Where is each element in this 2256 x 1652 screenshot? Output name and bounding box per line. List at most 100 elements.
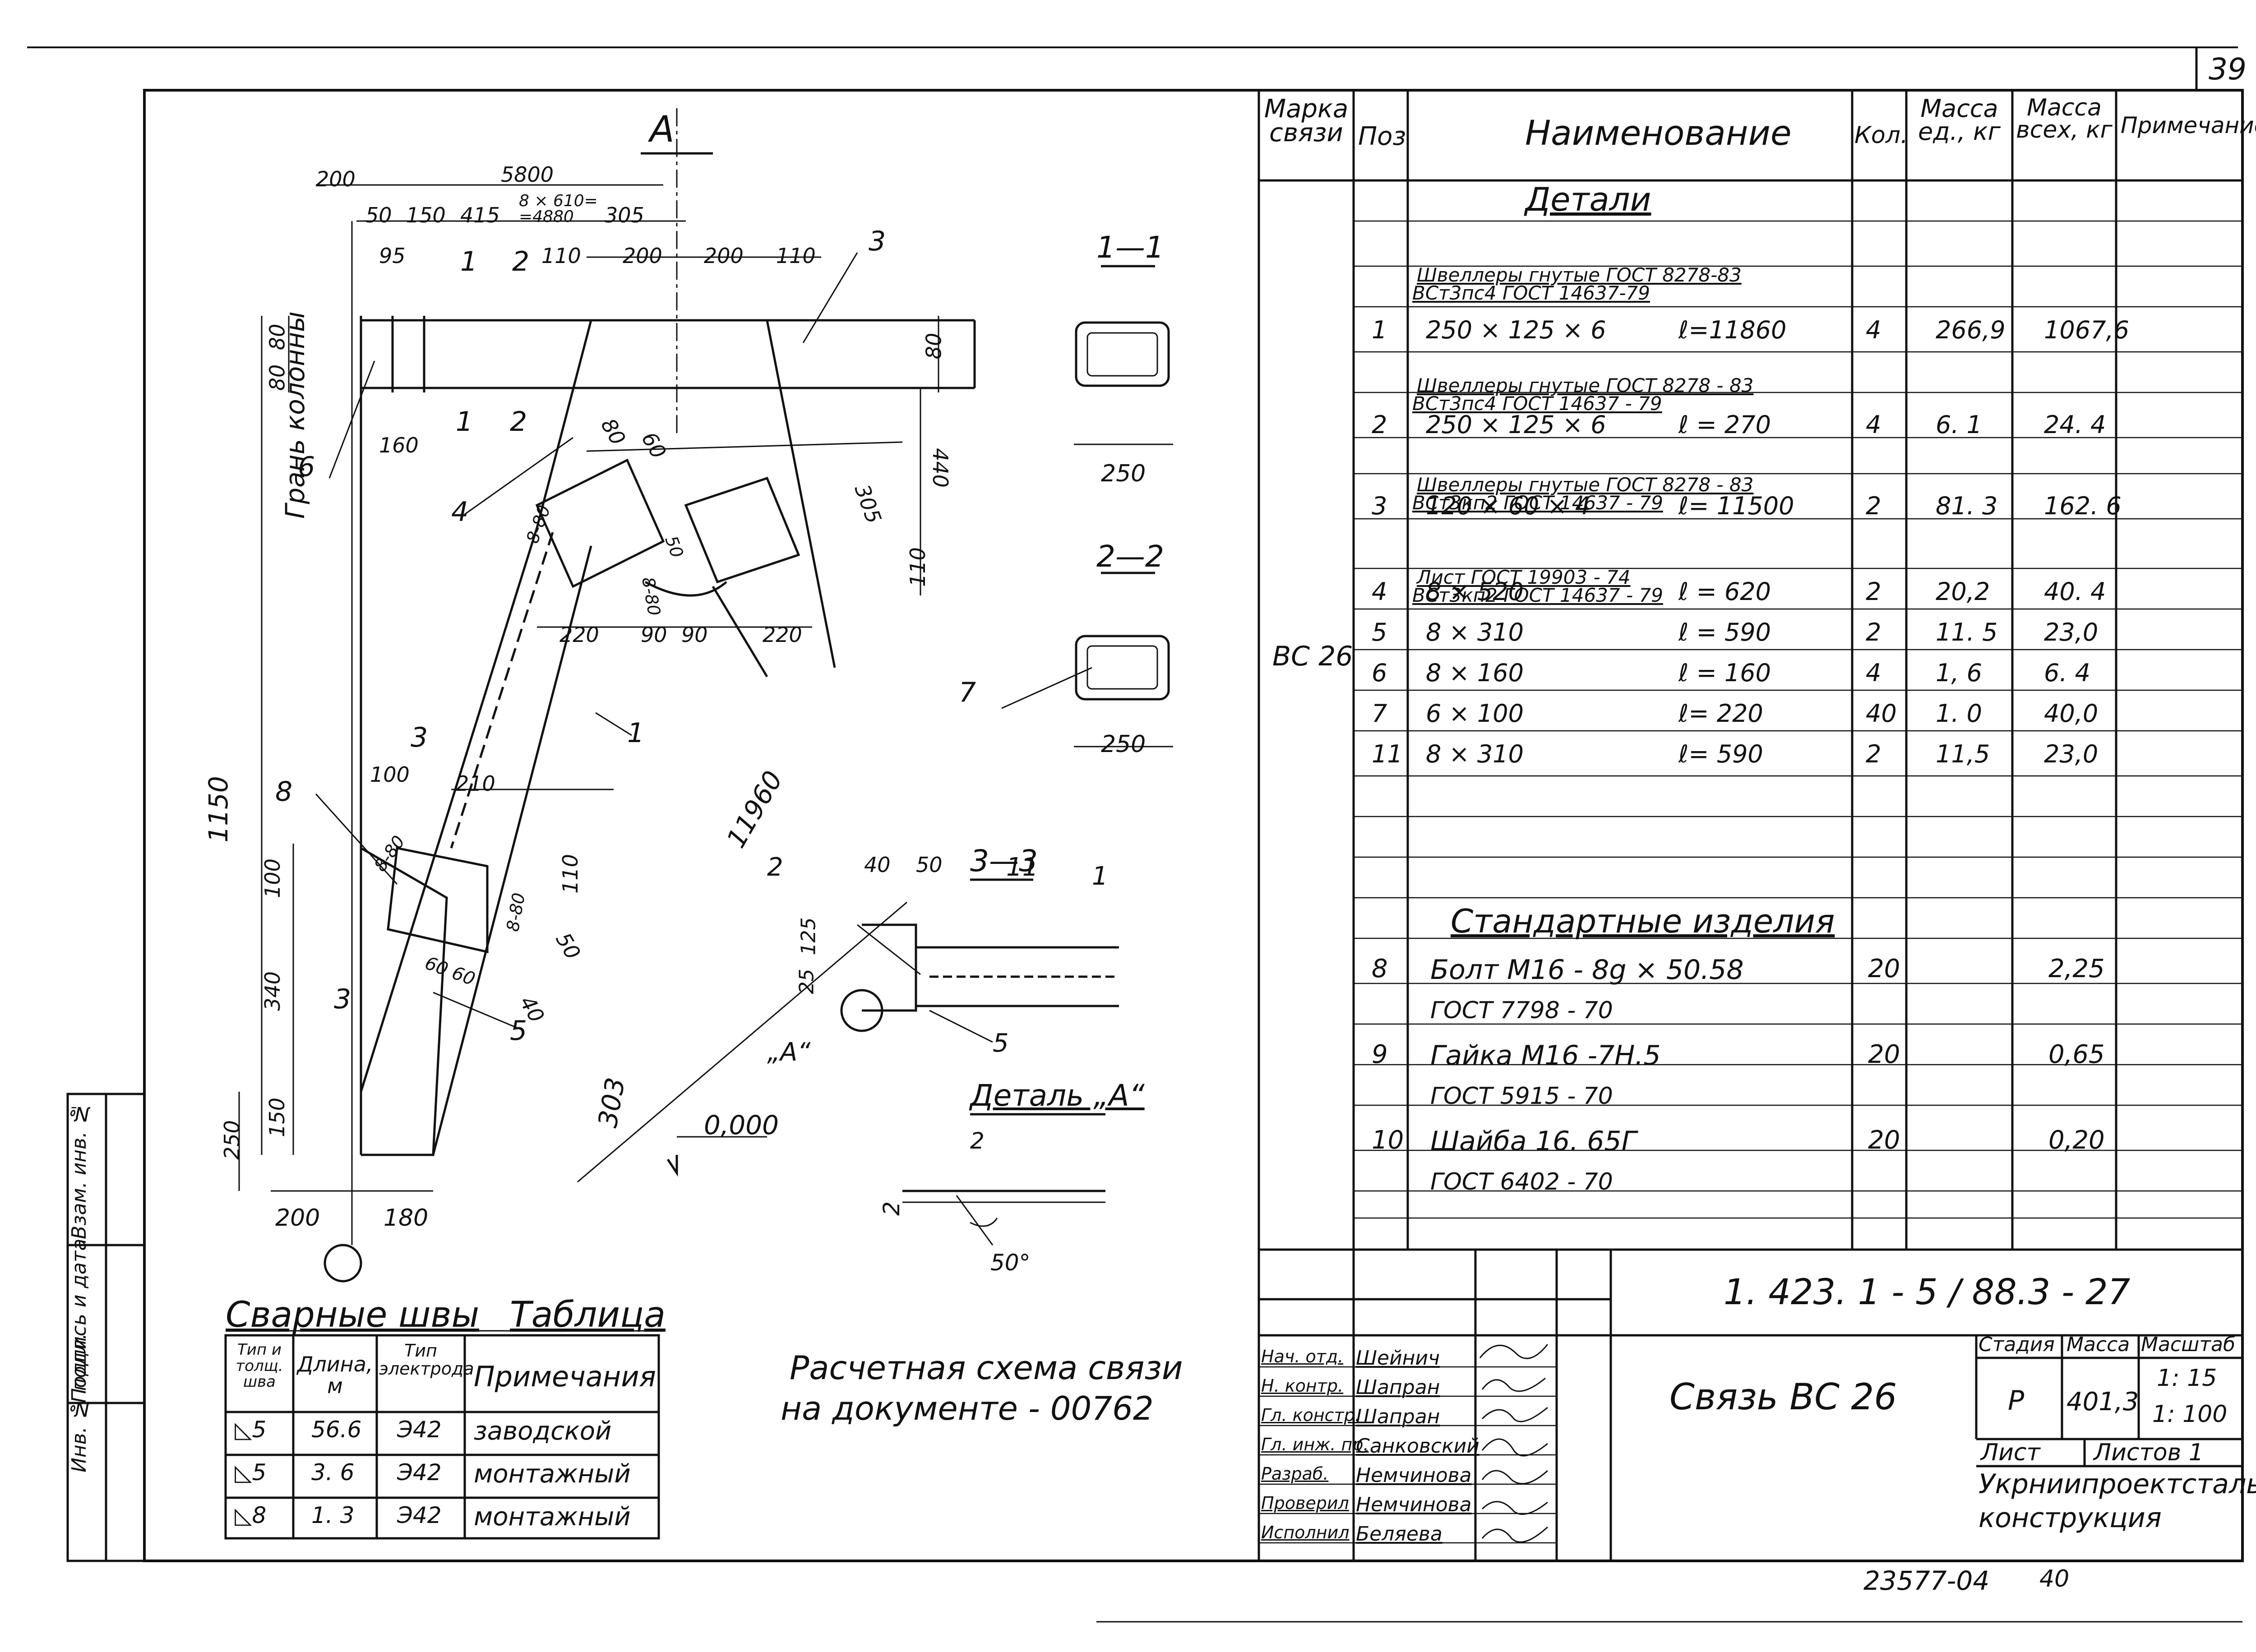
weld-table-label: Таблица	[510, 1295, 666, 1335]
dim-200-b: 200	[623, 244, 662, 268]
spec-row-qty: 4	[1866, 316, 1882, 344]
weld-row-type: ◺8	[235, 1502, 267, 1528]
tb-person-role: Разраб.	[1261, 1464, 1329, 1484]
weld-header-length: Длина, м	[297, 1352, 373, 1398]
tb-person-role: Н. контр.	[1261, 1376, 1344, 1396]
calc-note-line1: Расчетная схема связи	[790, 1349, 1183, 1387]
zero-level-label: 0,000	[704, 1110, 779, 1140]
dim-110: 110	[541, 244, 581, 268]
std-row-mass-all: 2,25	[2048, 954, 2105, 983]
tb-person-name: Шапран	[1356, 1376, 1440, 1399]
spec-row-length: ℓ= 11500	[1678, 492, 1794, 520]
dim-210: 210	[456, 771, 495, 796]
under-stamp: 23577-04	[1863, 1565, 1990, 1596]
spec-row-name: 8 × 160	[1426, 659, 1524, 687]
spec-row-mass-unit: 266,9	[1936, 316, 2006, 344]
dim-50: 50	[365, 203, 392, 227]
s33-detail-ref: „А“	[767, 1038, 811, 1067]
dim-110-c: 110	[905, 547, 930, 587]
weld-row-electrode: Э42	[397, 1502, 442, 1528]
std-row-gost: ГОСТ 6402 - 70	[1430, 1168, 1613, 1195]
spec-row-mass-all: 6. 4	[2044, 659, 2091, 687]
signatures	[1479, 1344, 1549, 1543]
spec-row-name: 6 × 100	[1426, 699, 1524, 728]
spec-row-pos: 6	[1372, 659, 1387, 687]
spec-row-qty: 2	[1866, 577, 1882, 606]
spec-row-name: 120 × 60 × 4	[1426, 492, 1591, 520]
spec-row-length: ℓ = 160	[1678, 659, 1771, 687]
detail-a-dim-2a: 2	[970, 1128, 985, 1154]
dim-90-b: 90	[681, 623, 708, 647]
detail-a-dim-2b: 2	[878, 1201, 905, 1216]
spec-row-name: 250 × 125 × 6	[1426, 316, 1606, 344]
tb-person-name: Шапран	[1356, 1405, 1440, 1428]
org-line-2: конструкция	[1979, 1502, 2162, 1534]
side-stamp-signature: Подпись и дата	[68, 1238, 91, 1403]
drawing-title: Связь ВС 26	[1669, 1376, 1897, 1418]
mass-value: 401,3	[2066, 1387, 2139, 1417]
std-row-name: Шайба 16. 65Г	[1430, 1126, 1637, 1157]
cut-3-bottom: 3	[334, 983, 351, 1015]
spec-row-qty: 2	[1866, 740, 1882, 768]
spec-standard-heading: Стандартные изделия	[1451, 902, 1835, 940]
spec-mark: ВС 26	[1272, 641, 1353, 672]
spec-row-qty: 4	[1866, 411, 1882, 439]
weld-header-notes: Примечания	[474, 1360, 656, 1393]
spec-row-mass-unit: 1. 0	[1936, 699, 1983, 728]
dim-110-b: 110	[776, 244, 816, 268]
std-row-name: Гайка М16 -7Н.5	[1430, 1040, 1661, 1071]
spec-header-mass-all: Масса всех, кг	[2016, 94, 2113, 144]
dim-200: 200	[316, 167, 356, 191]
dim-180: 180	[384, 1204, 429, 1232]
spec-header-qty: Кол.	[1854, 122, 1908, 149]
spec-sub-line2: ВСт3пс4 ГОСТ 14637-79	[1412, 282, 1650, 304]
spec-row-mass-all: 23,0	[2044, 618, 2099, 646]
spec-row-pos: 11	[1372, 740, 1403, 768]
weld-row-note: заводской	[474, 1417, 612, 1446]
weld-header-electrode: Тип электрода	[379, 1341, 474, 1379]
tb-person-name: Шейнич	[1356, 1347, 1440, 1370]
spec-header-name: Наименование	[1525, 113, 1792, 153]
std-row-pos: 10	[1372, 1126, 1404, 1155]
callout-3: 3	[869, 226, 886, 257]
spec-row-mass-all: 40. 4	[2044, 577, 2106, 606]
cut-1-top: 1	[460, 246, 478, 277]
spec-sub-line2: ВСт3кп2 ГОСТ 14637 - 79	[1412, 492, 1663, 514]
tb-person-role: Проверил	[1261, 1493, 1349, 1513]
weld-row-length: 3. 6	[311, 1459, 355, 1486]
scale-value-1: 1: 15	[2157, 1365, 2217, 1392]
weld-row-note: монтажный	[474, 1502, 631, 1532]
tb-person-role: Исполнил	[1261, 1523, 1350, 1542]
detail-a-angle: 50°	[990, 1250, 1031, 1276]
spec-row-mass-unit: 11. 5	[1936, 618, 1998, 646]
spec-sub-line1: Швеллеры гнутые ГОСТ 8278 - 83	[1417, 374, 1754, 397]
spec-row-mass-unit: 20,2	[1936, 577, 1990, 606]
tb-person-role: Гл. констр.	[1261, 1405, 1360, 1425]
std-row-pos: 8	[1372, 954, 1388, 983]
spec-sub-line1: Швеллеры гнутые ГОСТ 8278 - 83	[1417, 474, 1754, 496]
std-row-mass-all: 0,65	[2048, 1040, 2105, 1069]
under-stamp-sheet: 40	[2039, 1565, 2070, 1592]
std-row-pos: 9	[1372, 1040, 1388, 1069]
tb-person-name: Санковский	[1356, 1435, 1479, 1458]
spec-row-length: ℓ = 620	[1678, 577, 1771, 606]
dim-415: 415	[460, 203, 500, 227]
dim-80-a: 80	[265, 323, 290, 351]
s33-dim-50: 50	[916, 853, 943, 877]
stage-label: Стадия	[1979, 1333, 2055, 1356]
spec-row-qty: 2	[1866, 618, 1882, 646]
spec-row-name: 8 × 310	[1426, 740, 1524, 768]
callout-5: 5	[510, 1015, 527, 1047]
spec-header-note: Примечание	[2121, 112, 2256, 138]
s33-callout-11: 11	[1006, 853, 1039, 882]
dim-110-d: 110	[558, 854, 582, 894]
std-row-qty: 20	[1868, 954, 1900, 983]
spec-row-name: 250 × 125 × 6	[1426, 411, 1606, 439]
dim-8x610: 8 × 610=	[519, 192, 598, 210]
dim-200-c: 200	[704, 244, 744, 268]
spec-row-length: ℓ= 590	[1678, 740, 1763, 768]
spec-row-mass-all: 40,0	[2044, 699, 2099, 728]
dim-200-d: 200	[275, 1204, 320, 1232]
section-1-1-width: 250	[1101, 460, 1146, 487]
dim-95: 95	[379, 244, 406, 268]
